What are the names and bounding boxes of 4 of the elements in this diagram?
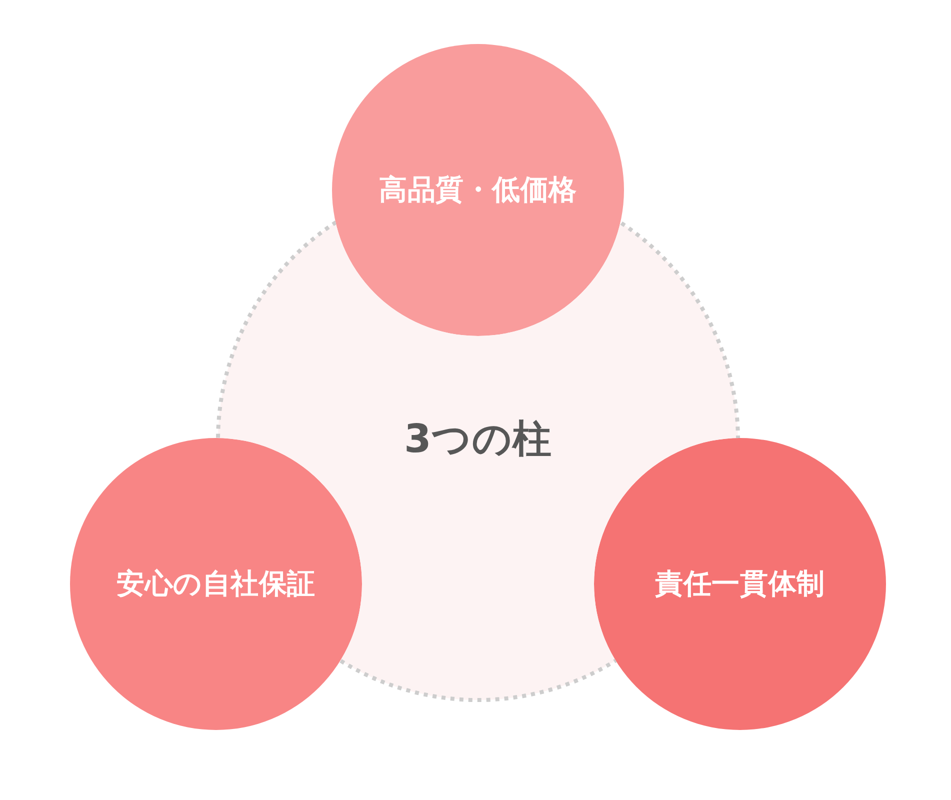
hub-title: 3つの柱	[404, 416, 552, 464]
pillar-label: 安心の自社保証	[116, 567, 316, 601]
pillar-label: 責任一貫体制	[655, 567, 825, 601]
pillar-label: 高品質・低価格	[379, 173, 577, 207]
